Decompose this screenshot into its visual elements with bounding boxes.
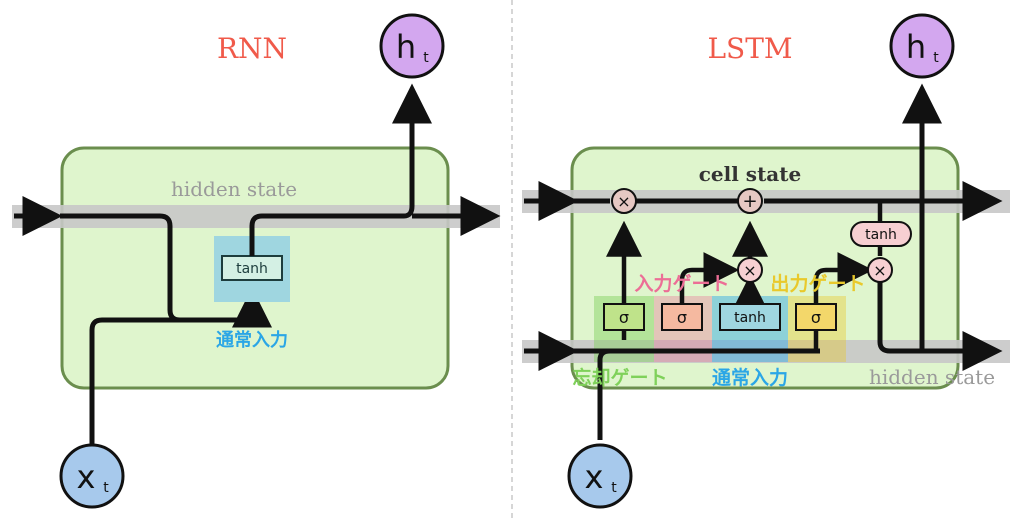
lstm-x-node: x t [567, 443, 633, 509]
lstm-h-node: h t [889, 13, 955, 79]
lstm-hidden-state-label: hidden state [869, 365, 995, 389]
lstm-x-label: x [585, 458, 604, 496]
rnn-hidden-state-label: hidden state [171, 177, 297, 201]
rnn-title: RNN [217, 32, 287, 65]
lstm-hidden-out-arrow [877, 282, 1003, 371]
output-gate-to-mult [813, 252, 874, 350]
forget-gate-box: σ [603, 303, 645, 331]
output-gate-box: σ [795, 303, 837, 331]
lstm-h-sub: t [933, 50, 939, 66]
rnn-output-path [249, 83, 432, 256]
rnn-x-node: x t [59, 443, 125, 509]
lstm-input-path [597, 348, 611, 440]
rnn-tanh-label: tanh [236, 261, 268, 277]
input-gate-label: 入力ゲート [634, 272, 729, 295]
rnn-h-node: h t [379, 13, 445, 79]
lstm-cell-state-label: cell state [699, 162, 801, 186]
output-gate-sigma: σ [811, 308, 821, 327]
normal-input-tanh-box: tanh [719, 303, 781, 331]
input-mult-node: × [737, 257, 763, 283]
rnn-h-sub: t [423, 50, 429, 66]
forget-mult-node: × [611, 188, 637, 214]
output-mult-symbol: × [873, 261, 886, 280]
input-gate-to-mult [679, 252, 740, 320]
lstm-title: LSTM [707, 32, 792, 65]
cell-plus-symbol: + [742, 191, 757, 212]
lstm-normal-input-label: 通常入力 [712, 366, 788, 389]
rnn-input-path [89, 287, 272, 448]
rnn-x-sub: t [103, 480, 109, 496]
lstm-x-sub: t [611, 480, 617, 496]
lstm-panel: LSTM cell state × [522, 13, 1010, 509]
input-gate-box: σ [661, 303, 703, 331]
cell-plus-node: + [737, 188, 763, 214]
normal-input-tanh-label: tanh [734, 310, 766, 326]
rnn-normal-input-label: 通常入力 [216, 329, 288, 351]
forget-gate-label: 忘却ゲート [572, 366, 667, 389]
lstm-h-label: h [906, 28, 926, 66]
rnn-panel: RNN hidden state tanh 通常入力 h t x t [12, 13, 501, 509]
input-gate-sigma: σ [677, 308, 687, 327]
output-mult-node: × [867, 257, 893, 283]
rnn-x-label: x [77, 458, 96, 496]
forget-mult-symbol: × [617, 192, 630, 211]
cell-tanh-label: tanh [865, 227, 897, 243]
input-mult-symbol: × [743, 261, 756, 280]
cell-tanh-pill: tanh [850, 221, 912, 247]
forget-gate-sigma: σ [619, 308, 629, 327]
rnn-h-label: h [396, 28, 416, 66]
rnn-tanh-box [221, 255, 283, 281]
output-gate-label: 出力ゲート [770, 272, 865, 295]
